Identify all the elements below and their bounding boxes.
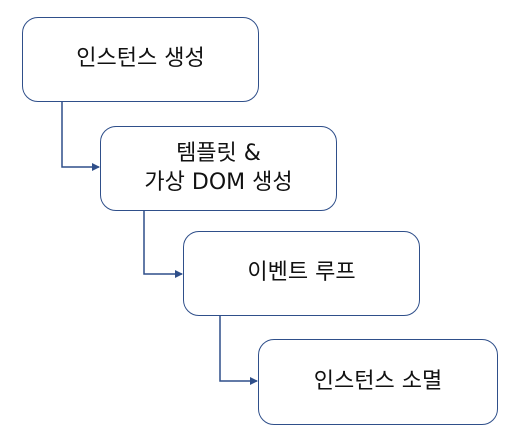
step-label: 이벤트 루프	[247, 260, 356, 286]
step-template-virtual-dom: 템플릿 & 가상 DOM 생성	[100, 126, 337, 211]
connector-arrow-2	[143, 211, 183, 278]
connector-arrow-3	[219, 316, 258, 385]
step-instance-create: 인스턴스 생성	[22, 17, 259, 102]
step-instance-destroy: 인스턴스 소멸	[258, 339, 498, 425]
step-label: 인스턴스 소멸	[313, 368, 443, 394]
step-label: 템플릿 & 가상 DOM 생성	[144, 141, 293, 195]
step-label: 인스턴스 생성	[76, 46, 205, 72]
step-event-loop: 이벤트 루프	[183, 231, 420, 316]
connector-arrow-1	[61, 102, 100, 171]
